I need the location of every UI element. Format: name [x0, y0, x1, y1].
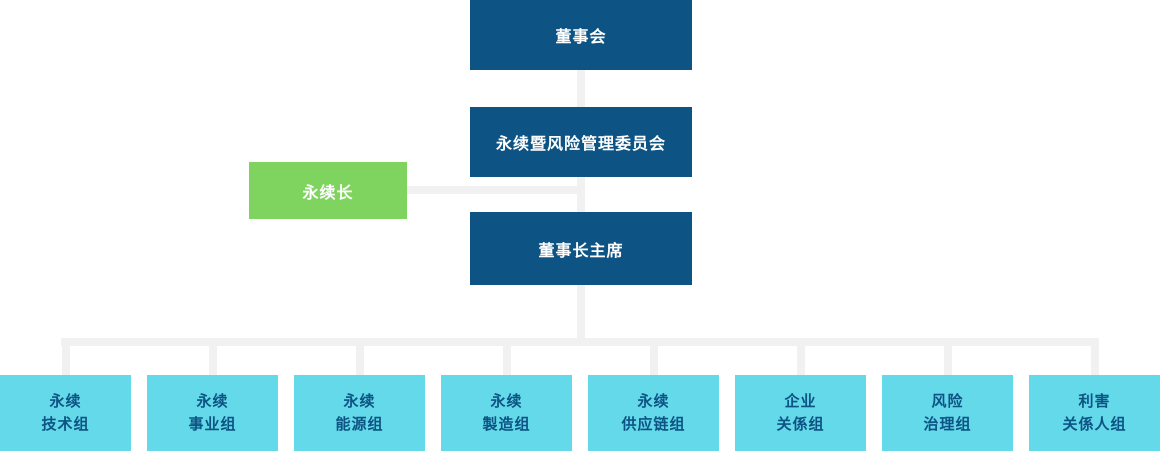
- group-cell: 风险 治理组: [882, 338, 1013, 451]
- connector-stub: [1090, 338, 1099, 375]
- connector-stub: [796, 338, 805, 375]
- group-node: 企业 关係组: [735, 375, 866, 451]
- group-label-line2: 製造组: [482, 416, 531, 433]
- connector-stub: [649, 338, 658, 375]
- group-node: 永续 供应链组: [588, 375, 719, 451]
- group-label-line1: 永续: [196, 393, 229, 410]
- group-label-line2: 治理组: [923, 416, 972, 433]
- node-chief-sustainability-officer: 永续长: [249, 162, 407, 219]
- group-label-line2: 事业组: [188, 416, 237, 433]
- node-cso-label: 永续长: [302, 184, 354, 202]
- group-row: 永续 技术组 永续 事业组 永续 能源组 永续 製造组 永续 供应链组: [0, 338, 1160, 451]
- connector-stub: [943, 338, 952, 375]
- node-board-label: 董事会: [555, 29, 607, 46]
- connector-distributor: [61, 338, 1098, 346]
- group-cell: 永续 技术组: [0, 338, 131, 451]
- node-chairman-label: 董事长主席: [538, 242, 624, 260]
- group-label-line1: 永续: [49, 393, 82, 410]
- group-label-line2: 能源组: [335, 416, 384, 433]
- node-chairman: 董事长主席: [470, 212, 692, 285]
- node-sustainability-risk-committee: 永续暨风险管理委员会: [470, 107, 692, 177]
- connector-stub: [502, 338, 511, 375]
- node-board-of-directors: 董事会: [470, 0, 692, 70]
- group-cell: 永续 能源组: [294, 338, 425, 451]
- group-cell: 企业 关係组: [735, 338, 866, 451]
- group-label-line2: 关係人组: [1062, 416, 1127, 433]
- group-node: 利害 关係人组: [1029, 375, 1160, 451]
- group-cell: 永续 製造组: [441, 338, 572, 451]
- connector-stub: [355, 338, 364, 375]
- group-cell: 利害 关係人组: [1029, 338, 1160, 451]
- group-label-line1: 利害: [1078, 393, 1111, 410]
- group-label-line2: 技术组: [41, 416, 90, 433]
- connector-cso-branch: [407, 186, 581, 194]
- group-node: 风险 治理组: [882, 375, 1013, 451]
- connector-chairman-distributor: [577, 285, 585, 342]
- node-committee-label: 永续暨风险管理委员会: [495, 136, 666, 153]
- group-cell: 永续 供应链组: [588, 338, 719, 451]
- connector-committee-chairman: [577, 177, 585, 212]
- group-node: 永续 技术组: [0, 375, 131, 451]
- connector-stub: [208, 338, 217, 375]
- group-label-line1: 企业: [784, 393, 817, 410]
- group-label-line2: 关係组: [776, 416, 825, 433]
- group-node: 永续 製造组: [441, 375, 572, 451]
- group-cell: 永续 事业组: [147, 338, 278, 451]
- connector-stub: [61, 338, 70, 375]
- group-label-line2: 供应链组: [621, 416, 686, 433]
- group-node: 永续 事业组: [147, 375, 278, 451]
- group-label-line1: 永续: [637, 393, 670, 410]
- connector-board-committee: [577, 70, 585, 107]
- group-label-line1: 风险: [931, 393, 964, 410]
- group-label-line1: 永续: [490, 393, 523, 410]
- group-node: 永续 能源组: [294, 375, 425, 451]
- group-label-line1: 永续: [343, 393, 376, 410]
